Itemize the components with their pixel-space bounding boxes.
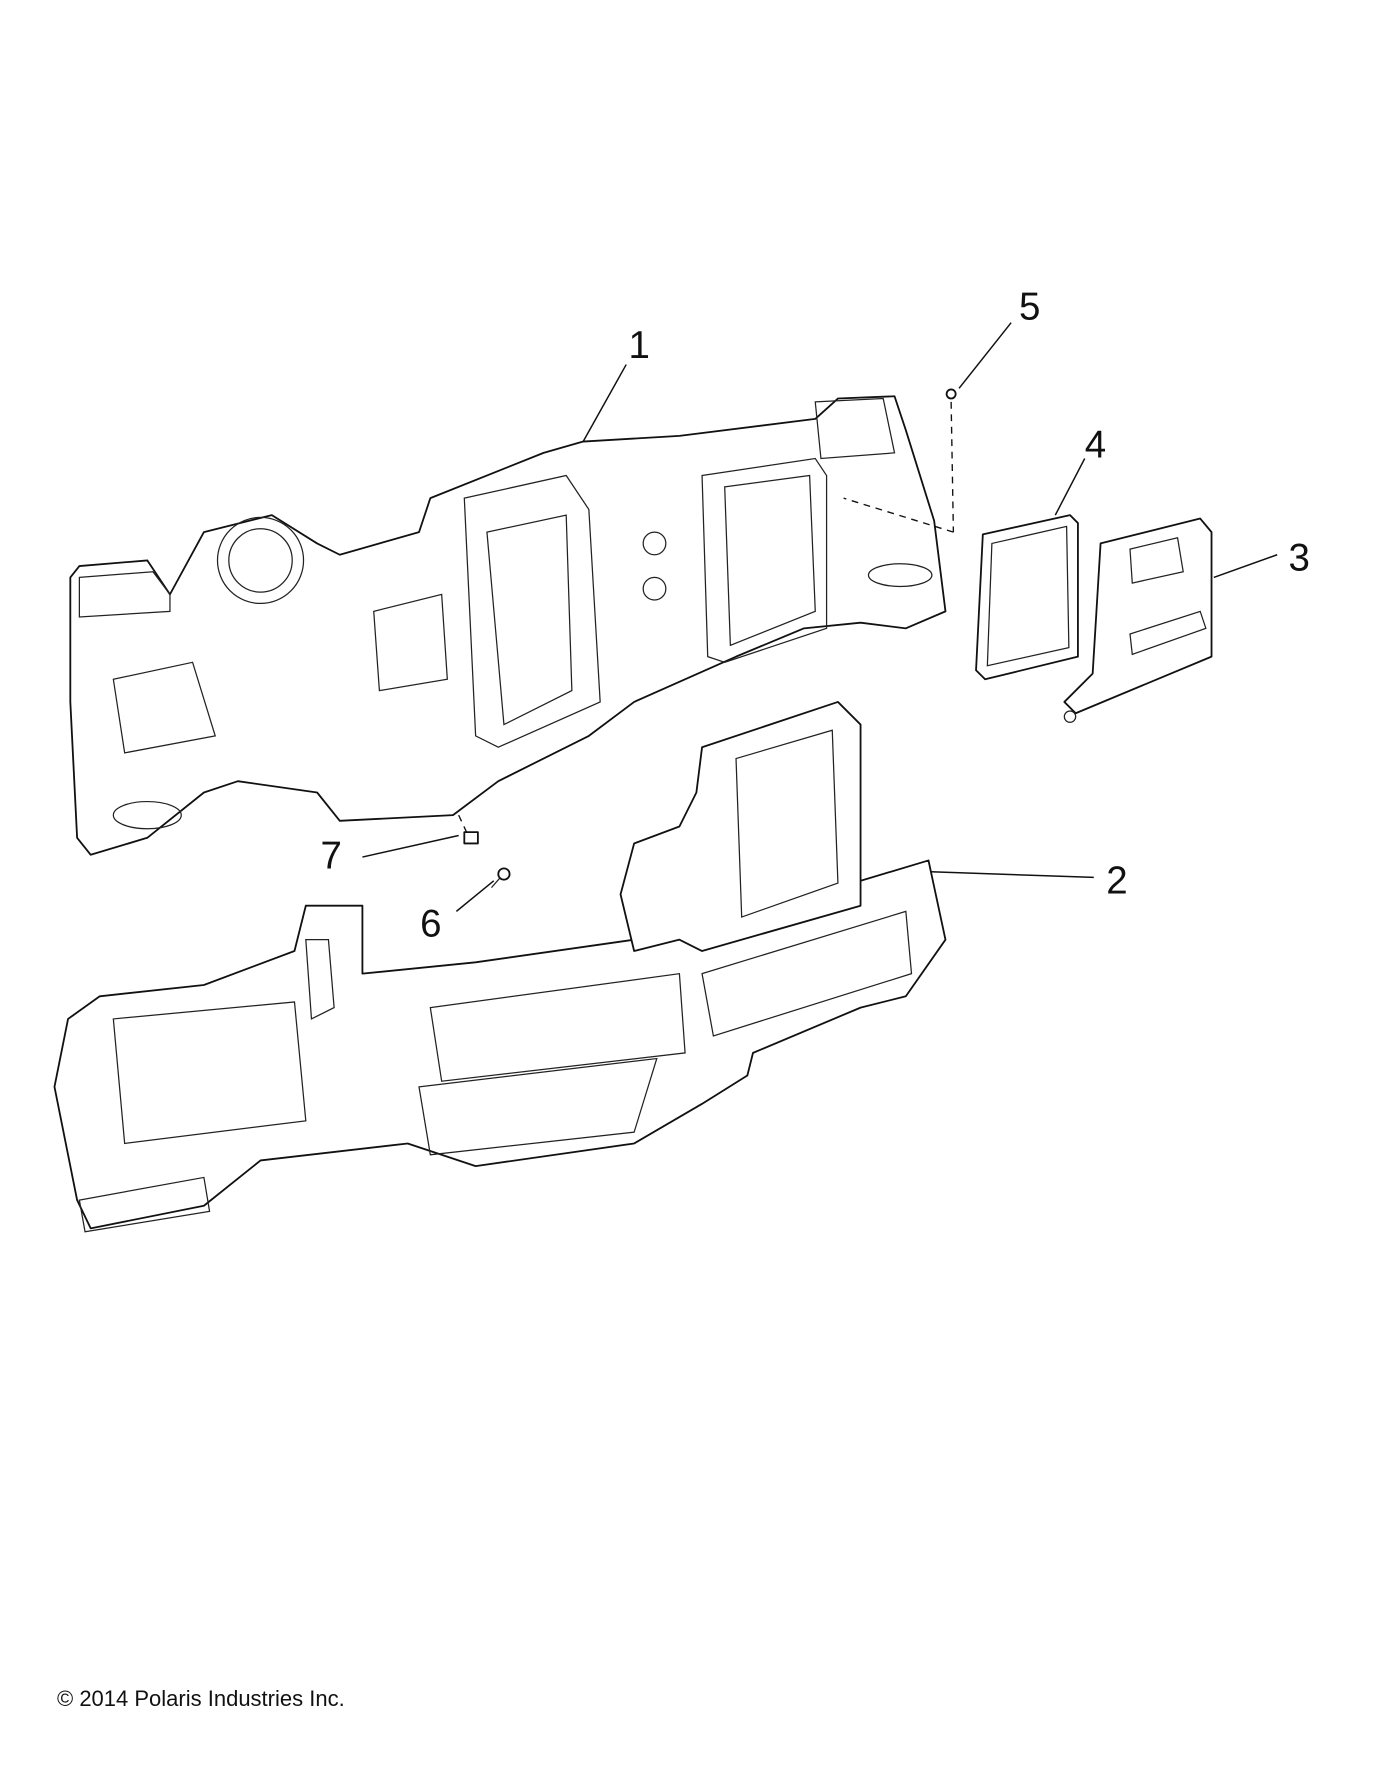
leader-lines bbox=[362, 322, 1278, 912]
callout-3: 3 bbox=[1289, 537, 1310, 580]
part-3-glove-box-door bbox=[1063, 517, 1213, 723]
callout-5: 5 bbox=[1019, 285, 1040, 328]
part-4-bezel-frame bbox=[975, 514, 1079, 681]
callout-2: 2 bbox=[1106, 859, 1127, 902]
part-7-clip-nut bbox=[463, 831, 479, 845]
callout-7: 7 bbox=[321, 834, 342, 877]
part-6-screw bbox=[491, 867, 511, 889]
part-2-lower-dash bbox=[53, 701, 947, 1233]
part-1-dash-panel bbox=[69, 395, 947, 856]
part-5-screw bbox=[843, 388, 957, 533]
callout-1: 1 bbox=[628, 324, 649, 367]
copyright-notice: © 2014 Polaris Industries Inc. bbox=[57, 1686, 345, 1711]
callout-6: 6 bbox=[420, 902, 441, 945]
callout-4: 4 bbox=[1085, 423, 1106, 466]
